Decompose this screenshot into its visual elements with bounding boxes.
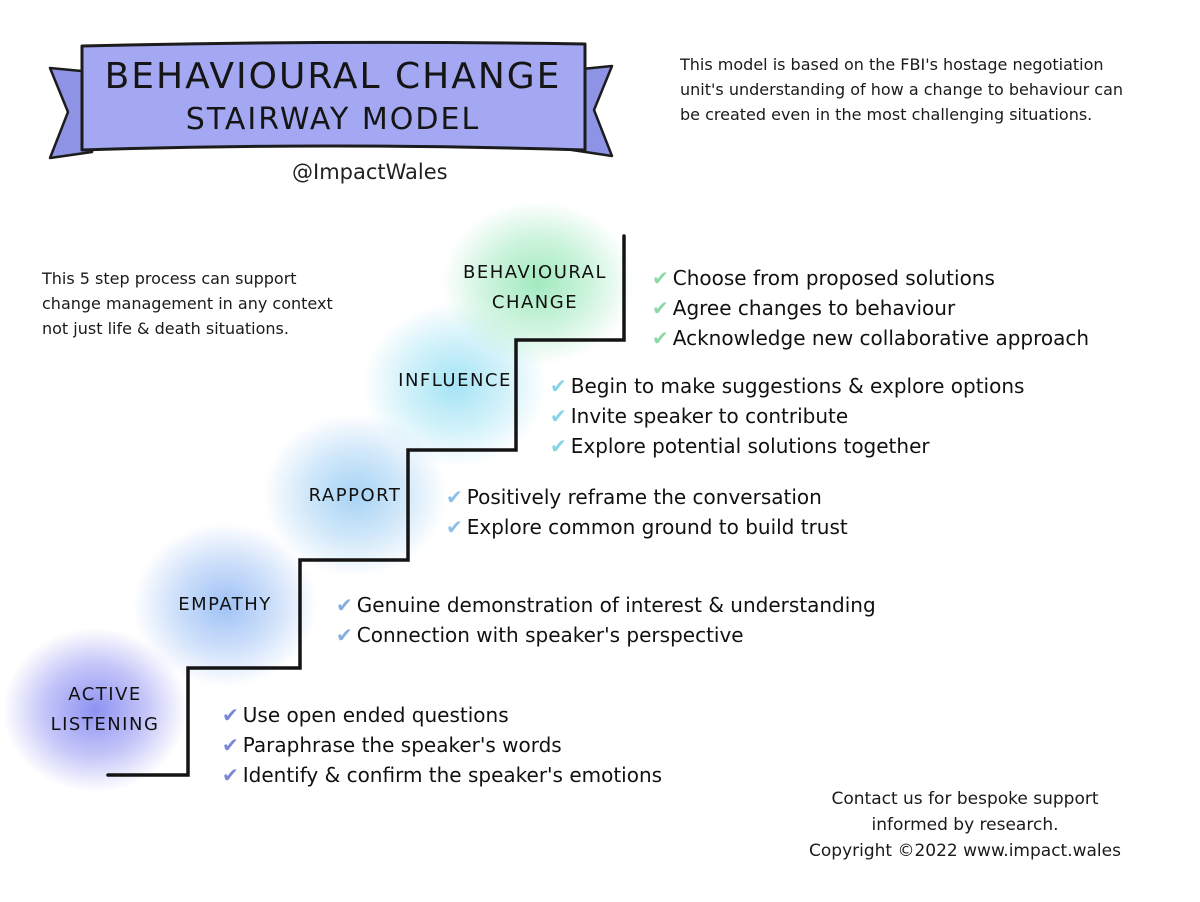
step-label-rapport: RAPPORT [308,485,402,506]
bullet-item: ✔Invite speaker to contribute [550,401,1024,431]
checkmark-icon: ✔ [550,434,567,458]
title-banner [48,40,614,160]
step-label-influence: INFLUENCE [398,370,512,391]
bullet-item: ✔Choose from proposed solutions [652,263,1089,293]
bullet-item: ✔Acknowledge new collaborative approach [652,323,1089,353]
checkmark-icon: ✔ [222,733,239,757]
contact-line-2: informed by research. [871,815,1059,835]
bullet-text: Explore common ground to build trust [466,515,848,539]
checkmark-icon: ✔ [550,374,567,398]
bullet-item: ✔Identify & confirm the speaker's emotio… [222,760,662,790]
checkmark-icon: ✔ [222,703,239,727]
checkmark-icon: ✔ [652,326,669,350]
glow-rapport [263,413,447,577]
checkmark-icon: ✔ [446,515,463,539]
checkmark-icon: ✔ [550,404,567,428]
bullets-empathy: ✔Genuine demonstration of interest & und… [336,590,876,650]
contact-footer: Contact us for bespoke support informed … [760,786,1170,864]
bullet-text: Paraphrase the speaker's words [242,733,562,757]
bullet-text: Acknowledge new collaborative approach [672,326,1090,350]
banner-body [80,40,587,152]
bullet-text: Use open ended questions [242,703,509,727]
glow-behavioural-change [442,201,634,365]
bullet-text: Begin to make suggestions & explore opti… [570,374,1025,398]
checkmark-icon: ✔ [652,266,669,290]
side-note: This 5 step process can support change m… [42,269,333,338]
bullets-influence: ✔Begin to make suggestions & explore opt… [550,371,1024,461]
bullet-item: ✔Paraphrase the speaker's words [222,730,662,760]
step-label-empathy: EMPATHY [178,594,272,615]
bullet-text: Genuine demonstration of interest & unde… [356,593,876,617]
bullet-text: Agree changes to behaviour [672,296,956,320]
bullet-text: Connection with speaker's perspective [356,623,744,647]
bullet-item: ✔Begin to make suggestions & explore opt… [550,371,1024,401]
bullet-text: Explore potential solutions together [570,434,930,458]
diagram-title-line2: STAIRWAY MODEL [185,102,481,137]
step-label-active-listening: ACTIVE LISTENING [50,684,160,735]
step-label-behavioural-change: BEHAVIOURAL CHANGE [462,262,607,313]
staircase-line [106,234,626,777]
checkmark-icon: ✔ [446,485,463,509]
bullets-behavioural-change: ✔Choose from proposed solutions ✔Agree c… [652,263,1089,353]
copyright-line: Copyright ©2022 www.impact.wales [809,841,1121,861]
bullet-item: ✔Positively reframe the conversation [446,482,848,512]
checkmark-icon: ✔ [336,623,353,647]
contact-line-1: Contact us for bespoke support [831,789,1099,809]
checkmark-icon: ✔ [652,296,669,320]
bullet-item: ✔Connection with speaker's perspective [336,620,876,650]
bullet-item: ✔Use open ended questions [222,700,662,730]
glow-active-listening [3,628,187,792]
bullet-text: Invite speaker to contribute [570,404,849,428]
diagram-title-line1: BEHAVIOURAL CHANGE [104,56,562,97]
bullet-item: ✔Explore potential solutions together [550,431,1024,461]
intro-note: This model is based on the FBI's hostage… [680,55,1124,124]
bullets-active-listening: ✔Use open ended questions ✔Paraphrase th… [222,700,662,790]
bullet-item: ✔Genuine demonstration of interest & und… [336,590,876,620]
bullet-item: ✔Explore common ground to build trust [446,512,848,542]
checkmark-icon: ✔ [222,763,239,787]
glow-empathy [133,523,317,687]
bullet-text: Choose from proposed solutions [672,266,995,290]
twitter-handle: @ImpactWales [292,160,448,184]
checkmark-icon: ✔ [336,593,353,617]
bullet-item: ✔Agree changes to behaviour [652,293,1089,323]
bullet-text: Positively reframe the conversation [466,485,822,509]
bullets-rapport: ✔Positively reframe the conversation ✔Ex… [446,482,848,542]
bullet-text: Identify & confirm the speaker's emotion… [242,763,663,787]
